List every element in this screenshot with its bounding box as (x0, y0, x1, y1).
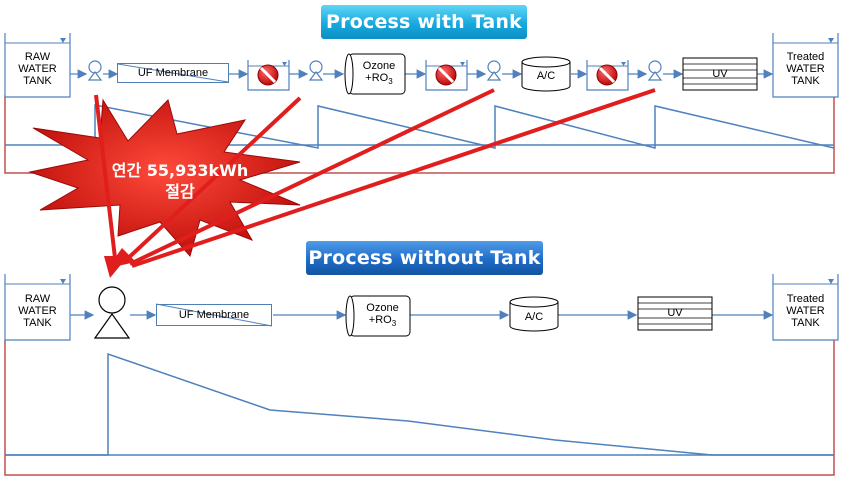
uv-unit-bottom (637, 296, 713, 331)
title-with-tank: Process with Tank (321, 5, 527, 39)
savings-line1: 연간 55,933kWh (111, 161, 249, 180)
tank-text: TANK (23, 317, 52, 329)
raw-water-tank-label-top: RAW WATER TANK (6, 44, 69, 94)
uv-label-bottom: UV (639, 305, 711, 321)
tank-text: RAW (24, 51, 51, 63)
pump-icon (308, 60, 324, 81)
pump-icon (647, 60, 663, 81)
uv-text: UV (712, 68, 728, 80)
savings-callout-text: 연간 55,933kWh 절감 (80, 160, 280, 202)
ozone-text: +RO3 (368, 313, 397, 329)
treated-water-tank-top (772, 33, 839, 98)
no-entry-icon (435, 64, 457, 86)
no-entry-icon (257, 64, 279, 86)
uf-membrane-bottom: UF Membrane (156, 304, 272, 326)
raw-water-tank-top (4, 33, 71, 98)
uf-membrane-top: UF Membrane (117, 63, 229, 83)
savings-line2: 절감 (165, 182, 195, 201)
ac-tank-top (521, 56, 571, 92)
treated-water-tank-label-bottom: Treated WATER TANK (774, 286, 837, 336)
no-entry-icon (596, 64, 618, 86)
ozone-label-top: Ozone +RO3 (353, 56, 405, 92)
ac-text: A/C (536, 70, 556, 82)
ac-tank-bottom (509, 296, 559, 332)
treated-water-tank-label-top: Treated WATER TANK (774, 44, 837, 94)
uf-label: UF Membrane (178, 309, 250, 321)
ac-label-bottom: A/C (510, 308, 558, 326)
pump-icon (486, 60, 502, 81)
raw-water-tank-label-bottom: RAW WATER TANK (6, 286, 69, 336)
pump-icon (93, 286, 131, 339)
ozone-text: Ozone (366, 301, 399, 314)
tank-text: TANK (791, 317, 820, 329)
uv-unit-top (682, 57, 758, 91)
tank-text: TANK (23, 75, 52, 87)
tank-text: Treated (786, 51, 825, 63)
tank-text: WATER (18, 63, 57, 75)
ozone-text: +RO3 (365, 71, 393, 87)
tank-text: WATER (18, 305, 57, 317)
uv-label-top: UV (684, 66, 756, 82)
tank-text: WATER (786, 305, 825, 317)
ozone-text: Ozone (362, 59, 396, 72)
uv-text: UV (667, 307, 683, 319)
tank-text: RAW (24, 293, 51, 305)
tank-text: TANK (791, 75, 820, 87)
tank-text: Treated (786, 293, 825, 305)
ac-label-top: A/C (522, 67, 570, 85)
top-frame (4, 95, 835, 174)
ozone-label-bottom: Ozone +RO3 (355, 298, 410, 334)
title-without-tank: Process without Tank (306, 241, 543, 275)
ozone-tank-top (344, 53, 406, 95)
bottom-frame (4, 340, 835, 476)
raw-water-tank-bottom (4, 274, 71, 341)
ac-text: A/C (524, 311, 544, 323)
tank-text: WATER (786, 63, 825, 75)
treated-water-tank-bottom (772, 274, 839, 341)
callout-arrows (94, 88, 656, 268)
uf-label: UF Membrane (137, 67, 209, 79)
ozone-tank-bottom (345, 295, 411, 337)
pump-icon (87, 60, 103, 81)
bottom-pressure-profile (5, 352, 834, 456)
